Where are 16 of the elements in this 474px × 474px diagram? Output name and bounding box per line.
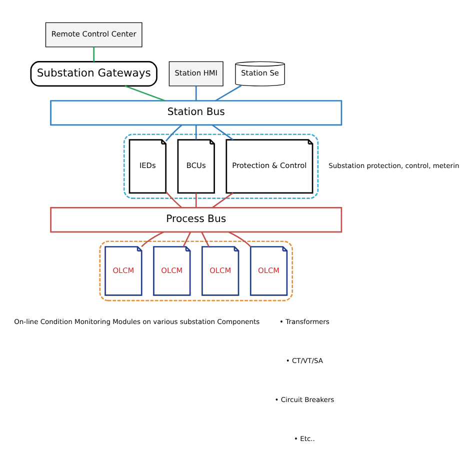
- connector: [195, 193, 197, 208]
- node-box: Process Bus: [50, 207, 342, 233]
- connector: [195, 125, 197, 140]
- cluster: [99, 240, 294, 302]
- node-box: Substation Gateways: [30, 61, 158, 87]
- connector: [212, 124, 234, 140]
- connector: [93, 47, 95, 62]
- connector: [201, 232, 210, 247]
- connector: [165, 124, 182, 142]
- connector: [212, 192, 234, 208]
- connector: [215, 84, 242, 102]
- connector: [195, 86, 197, 101]
- node-box: Station Bus: [50, 100, 342, 126]
- connector: [182, 232, 192, 247]
- cluster: [123, 134, 319, 199]
- connector: [165, 191, 182, 208]
